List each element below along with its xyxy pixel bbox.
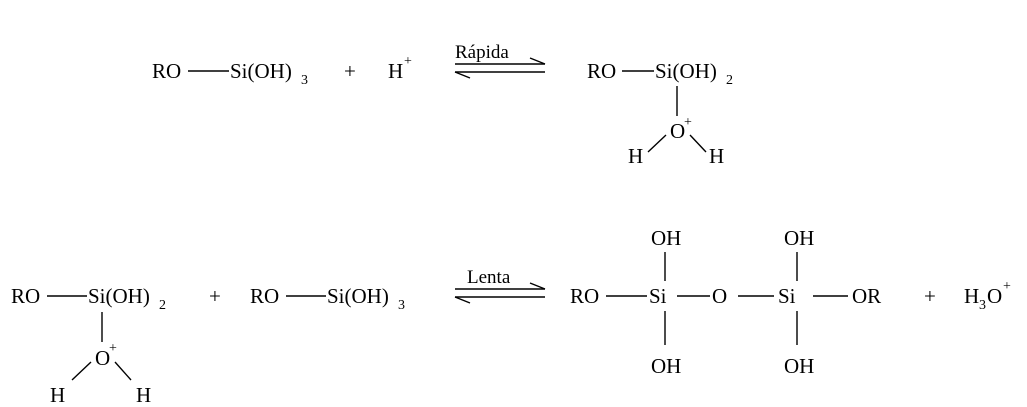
r1-reactant-si: Si(OH) (230, 59, 292, 83)
r1-proton-charge: + (404, 54, 412, 69)
r2-reactant1-oh-left-bond (71, 361, 92, 381)
r2-product-si2: Si (778, 284, 796, 308)
r1-reactant-ro: RO (152, 59, 181, 83)
r1-product-h-right: H (709, 144, 724, 168)
r2-product-oh-bottom-1: OH (651, 354, 681, 378)
r2-plus-2: + (924, 284, 936, 308)
r2-hydronium-sub: 3 (979, 298, 986, 313)
r2-plus-1: + (209, 284, 221, 308)
r2-product-oh-top-2: OH (784, 226, 814, 250)
r2-reactant1-oh-right-bond (114, 361, 132, 381)
r2-reactant-protonated: RO Si(OH) 2 O + H H (11, 284, 166, 407)
r1-plus: + (344, 59, 356, 83)
r1-product-ro: RO (587, 59, 616, 83)
r2-reactant1-o: O (95, 346, 110, 370)
r2-equilibrium-arrow: Lenta (454, 267, 546, 304)
r2-product-or: OR (852, 284, 881, 308)
r2-hydronium-charge: + (1003, 279, 1011, 294)
r2-reactant2-si: Si(OH) (327, 284, 389, 308)
r2-reactant2-sub: 3 (398, 298, 405, 313)
r1-product-si: Si(OH) (655, 59, 717, 83)
r1-arrow-reverse-head (454, 71, 471, 79)
r2-product-oh-bottom-2: OH (784, 354, 814, 378)
r2-hydronium-o: O (987, 284, 1002, 308)
r2-product-si1: Si (649, 284, 667, 308)
r1-reactant-sub: 3 (301, 73, 308, 88)
r1-reactant-silanol: RO Si(OH) 3 (152, 59, 308, 88)
r1-product-protonated: RO Si(OH) 2 O + H H (587, 59, 733, 168)
r2-product-o-bridge: O (712, 284, 727, 308)
r1-product-o: O (670, 119, 685, 143)
r2-product-oh-top-1: OH (651, 226, 681, 250)
r2-hydronium-h: H (964, 284, 979, 308)
r1-arrow-forward-head (529, 57, 546, 65)
r2-reactant1-si: Si(OH) (88, 284, 150, 308)
r2-product-ro: RO (570, 284, 599, 308)
r1-proton: H + (388, 54, 412, 83)
r1-equilibrium-arrow: Rápida (454, 42, 546, 79)
r2-reactant1-h-right: H (136, 383, 151, 407)
r1-product-oh-right-bond (689, 134, 707, 153)
r2-arrow-forward-head (529, 282, 546, 290)
r1-arrow-label: Rápida (455, 42, 509, 63)
r2-reactant-silanol: RO Si(OH) 3 (250, 284, 405, 313)
reaction-1: RO Si(OH) 3 + H + Rápida RO Si(OH) 2 O + (152, 42, 733, 168)
r2-reactant1-o-charge: + (109, 341, 117, 356)
r2-product-hydronium: H 3 O + (964, 279, 1011, 313)
r2-reactant1-ro: RO (11, 284, 40, 308)
r2-arrow-label: Lenta (467, 267, 511, 288)
r2-product-siloxane: RO Si O Si OR OH OH OH OH (570, 226, 881, 378)
r2-reactant2-ro: RO (250, 284, 279, 308)
r1-product-h-left: H (628, 144, 643, 168)
r1-product-oh-left-bond (647, 134, 667, 153)
r2-reactant1-h-left: H (50, 383, 65, 407)
r2-reactant1-sub: 2 (159, 298, 166, 313)
r2-arrow-reverse-head (454, 296, 471, 304)
reaction-2: RO Si(OH) 2 O + H H + RO Si(OH) 3 Lenta (11, 226, 1011, 407)
r1-product-sub: 2 (726, 73, 733, 88)
r1-product-o-charge: + (684, 115, 692, 130)
r1-proton-h: H (388, 59, 403, 83)
